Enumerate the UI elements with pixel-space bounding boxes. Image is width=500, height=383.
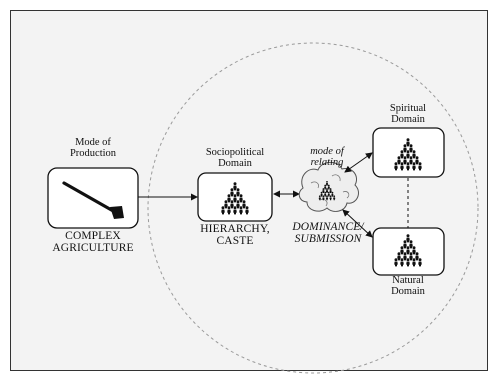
relating-title-line1: mode of <box>310 146 344 157</box>
relating-caption: DOMINANCE/ SUBMISSION <box>280 221 376 245</box>
arrow-relating-spiritual <box>344 152 373 173</box>
sociopolitical-title-line1: Sociopolitical <box>205 147 265 158</box>
sociopolitical-title: Sociopolitical Domain <box>190 147 280 169</box>
natural-caption-line2: Domain <box>391 286 425 298</box>
relating-caption-line2: SUBMISSION <box>294 233 362 246</box>
arrow-relating-natural <box>342 209 373 238</box>
spiritual-title-line1: Spiritual <box>389 103 427 114</box>
sociopolitical-caption-line1: HIERARCHY, <box>200 223 270 235</box>
production-title-line1: Mode of <box>75 137 111 148</box>
production-caption-line1: COMPLEX <box>65 230 121 242</box>
sociopolitical-caption: HIERARCHY, CASTE <box>190 223 280 247</box>
spiritual-title-line2: Domain <box>391 114 425 126</box>
brain-icon <box>298 161 359 212</box>
domains-boundary-circle <box>147 42 479 374</box>
production-caption: COMPLEX AGRICULTURE <box>38 230 148 254</box>
production-caption-line2: AGRICULTURE <box>52 242 134 255</box>
production-title-line2: Production <box>69 148 117 160</box>
production-title: Mode of Production <box>55 137 131 159</box>
relating-title-line2: relating <box>310 157 344 169</box>
relating-caption-line1: DOMINANCE/ <box>292 221 364 233</box>
spiritual-title: Spiritual Domain <box>368 103 448 125</box>
natural-caption-line1: Natural <box>392 275 424 286</box>
relating-title: mode of relating <box>297 146 357 168</box>
sociopolitical-caption-line2: CASTE <box>216 235 254 248</box>
hoe-icon <box>62 181 124 219</box>
natural-caption: Natural Domain <box>368 275 448 297</box>
sociopolitical-title-line2: Domain <box>218 158 252 170</box>
